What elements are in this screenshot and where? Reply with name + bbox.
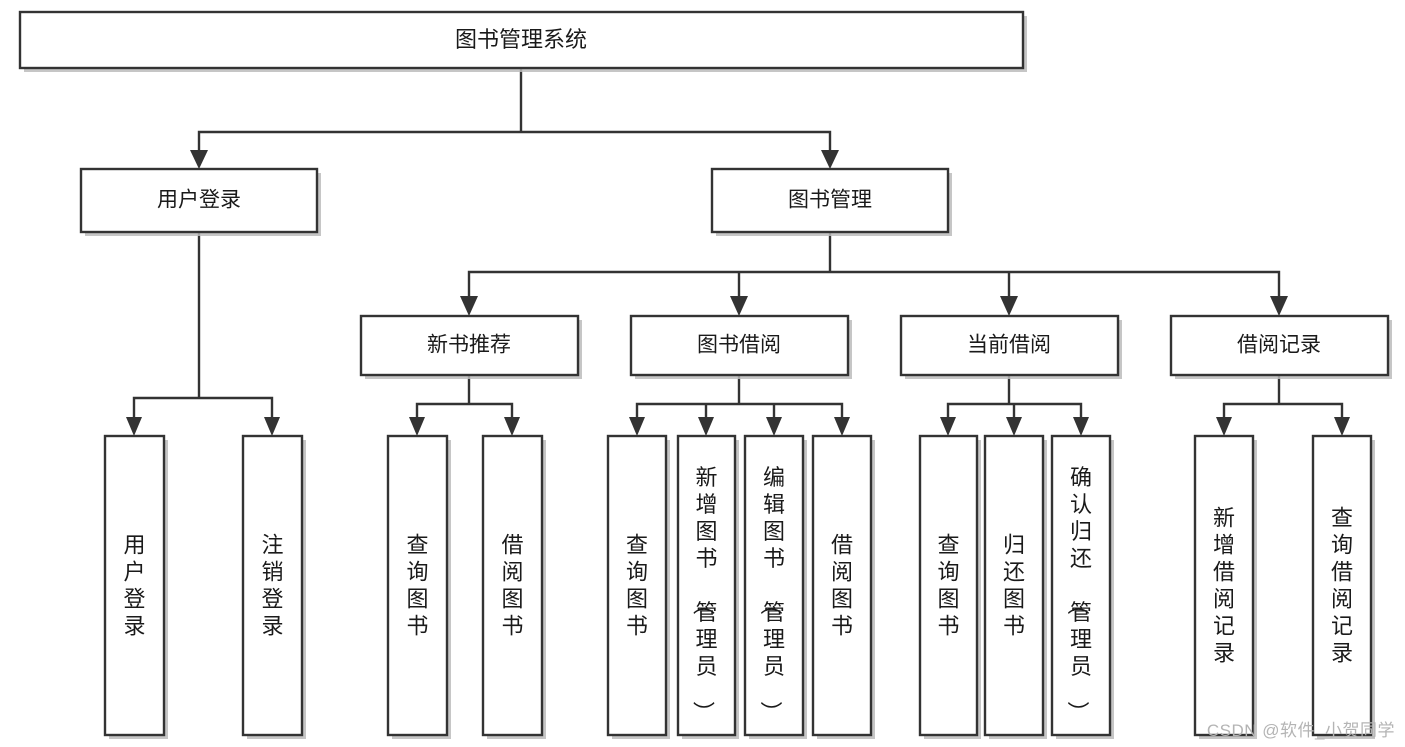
- arrow-to-leaf-query-book-2: [629, 417, 645, 436]
- node-leaf-confirm-return[interactable]: 确认归还（管理员）: [1050, 434, 1114, 739]
- node-leaf-query-book-2[interactable]: 查询图书: [606, 434, 670, 739]
- arrowhead-layer: [126, 150, 1350, 436]
- leaf-node-layer: 用户登录 注销登录 查询图书 借阅图书 查询图书 新增图书（管理员） 编辑图书（管理员） 借阅…: [103, 434, 1375, 739]
- node-user-login[interactable]: 用户登录: [79, 167, 321, 236]
- arrow-to-leaf-borrow-book-2: [834, 417, 850, 436]
- connector-userlogin-to-leaves: [132, 230, 274, 420]
- arrow-to-leaf-user-login: [126, 417, 142, 436]
- arrow-to-leaf-confirm-return: [1073, 417, 1089, 436]
- connector-currentborrow-to-leaves: [946, 373, 1083, 420]
- arrow-to-book-manage: [821, 150, 839, 169]
- book-manage-box: [710, 167, 950, 234]
- current-borrow-box: [899, 314, 1120, 377]
- leaf-add-book-admin-label: 新增图书（管理员）: [690, 465, 717, 723]
- leaf-borrow-book-2-box: [811, 434, 873, 737]
- connector-bookmanage-to-level3: [467, 230, 1281, 300]
- leaf-return-book-box: [983, 434, 1045, 737]
- connector-borrowrecord-to-leaves: [1222, 373, 1344, 420]
- node-current-borrow[interactable]: 当前借阅: [899, 314, 1122, 379]
- arrow-to-leaf-edit-book-admin: [766, 417, 782, 436]
- leaf-borrow-book-1-box: [481, 434, 544, 737]
- leaf-confirm-return-label: 确认归还（管理员）: [1065, 465, 1092, 723]
- leaf-query-book-1-label: 查询图书: [406, 533, 428, 639]
- node-leaf-query-book-3[interactable]: 查询图书: [918, 434, 981, 739]
- leaf-edit-book-admin-box: [743, 434, 805, 737]
- node-leaf-add-borrow-record[interactable]: 新增借阅记录: [1193, 434, 1257, 739]
- connector-bookborrow-to-leaves: [635, 373, 844, 420]
- node-leaf-logout[interactable]: 注销登录: [241, 434, 306, 739]
- book-borrow-label: 图书借阅: [697, 334, 781, 357]
- connector-root-to-level2: [197, 66, 832, 154]
- leaf-edit-book-admin-label: 编辑图书（管理员）: [758, 465, 785, 723]
- borrow-record-box: [1169, 314, 1390, 377]
- user-login-box: [79, 167, 319, 234]
- leaf-query-book-3-label: 查询图书: [937, 533, 959, 639]
- arrow-to-leaf-add-borrow-record: [1216, 417, 1232, 436]
- node-book-manage[interactable]: 图书管理: [710, 167, 952, 236]
- arrow-to-leaf-query-book-3: [940, 417, 956, 436]
- current-borrow-label: 当前借阅: [967, 334, 1051, 357]
- arrow-to-leaf-add-book-admin: [698, 417, 714, 436]
- node-leaf-return-book[interactable]: 归还图书: [983, 434, 1047, 739]
- leaf-query-book-1-box: [386, 434, 449, 737]
- node-book-borrow[interactable]: 图书借阅: [629, 314, 852, 379]
- user-login-label: 用户登录: [157, 189, 241, 212]
- leaf-logout-box: [241, 434, 304, 737]
- arrow-to-new-book-recommend: [460, 296, 478, 316]
- node-leaf-borrow-book-1[interactable]: 借阅图书: [481, 434, 546, 739]
- arrow-to-leaf-borrow-book-1: [504, 417, 520, 436]
- arrow-to-current-borrow: [1000, 296, 1018, 316]
- leaf-query-book-3-box: [918, 434, 979, 737]
- node-leaf-query-borrow-record[interactable]: 查询借阅记录: [1311, 434, 1375, 739]
- root-label: 图书管理系统: [455, 27, 587, 52]
- node-leaf-edit-book-admin[interactable]: 编辑图书（管理员）: [743, 434, 807, 739]
- arrow-to-leaf-query-book-1: [409, 417, 425, 436]
- leaf-borrow-book-1-label: 借阅图书: [501, 533, 523, 639]
- arrow-to-leaf-query-borrow-record: [1334, 417, 1350, 436]
- node-new-book-recommend[interactable]: 新书推荐: [359, 314, 582, 379]
- leaf-query-book-2-box: [606, 434, 668, 737]
- leaf-query-borrow-record-box: [1311, 434, 1373, 737]
- leaf-return-book-label: 归还图书: [1003, 533, 1025, 639]
- book-borrow-box: [629, 314, 850, 377]
- node-root[interactable]: 图书管理系统: [18, 10, 1027, 72]
- leaf-user-login-label: 用户登录: [123, 533, 145, 639]
- new-book-recommend-label: 新书推荐: [427, 334, 511, 357]
- borrow-record-label: 借阅记录: [1237, 334, 1321, 357]
- root-box: [18, 10, 1025, 70]
- node-leaf-query-book-1[interactable]: 查询图书: [386, 434, 451, 739]
- leaf-add-borrow-record-label: 新增借阅记录: [1213, 506, 1235, 666]
- arrow-to-borrow-record: [1270, 296, 1288, 316]
- leaf-user-login-box: [103, 434, 166, 737]
- arrow-to-leaf-logout: [264, 417, 280, 436]
- leaf-borrow-book-2-label: 借阅图书: [831, 533, 853, 639]
- arrow-to-user-login: [190, 150, 208, 169]
- node-leaf-user-login[interactable]: 用户登录: [103, 434, 168, 739]
- leaf-query-book-2-label: 查询图书: [626, 533, 648, 639]
- leaf-confirm-return-box: [1050, 434, 1112, 737]
- new-book-recommend-box: [359, 314, 580, 377]
- book-manage-label: 图书管理: [788, 189, 872, 212]
- leaf-add-borrow-record-box: [1193, 434, 1255, 737]
- connector-layer: [132, 66, 1344, 420]
- node-leaf-add-book-admin[interactable]: 新增图书（管理员）: [676, 434, 739, 739]
- leaf-logout-label: 注销登录: [261, 533, 283, 639]
- connector-newbook-to-leaves: [415, 373, 514, 420]
- node-borrow-record[interactable]: 借阅记录: [1169, 314, 1392, 379]
- node-leaf-borrow-book-2[interactable]: 借阅图书: [811, 434, 875, 739]
- arrow-to-book-borrow: [730, 296, 748, 316]
- watermark-text: CSDN @软件_小贺同学: [1206, 721, 1395, 740]
- leaf-query-borrow-record-label: 查询借阅记录: [1331, 506, 1353, 666]
- arrow-to-leaf-return-book: [1006, 417, 1022, 436]
- leaf-add-book-admin-box: [676, 434, 737, 737]
